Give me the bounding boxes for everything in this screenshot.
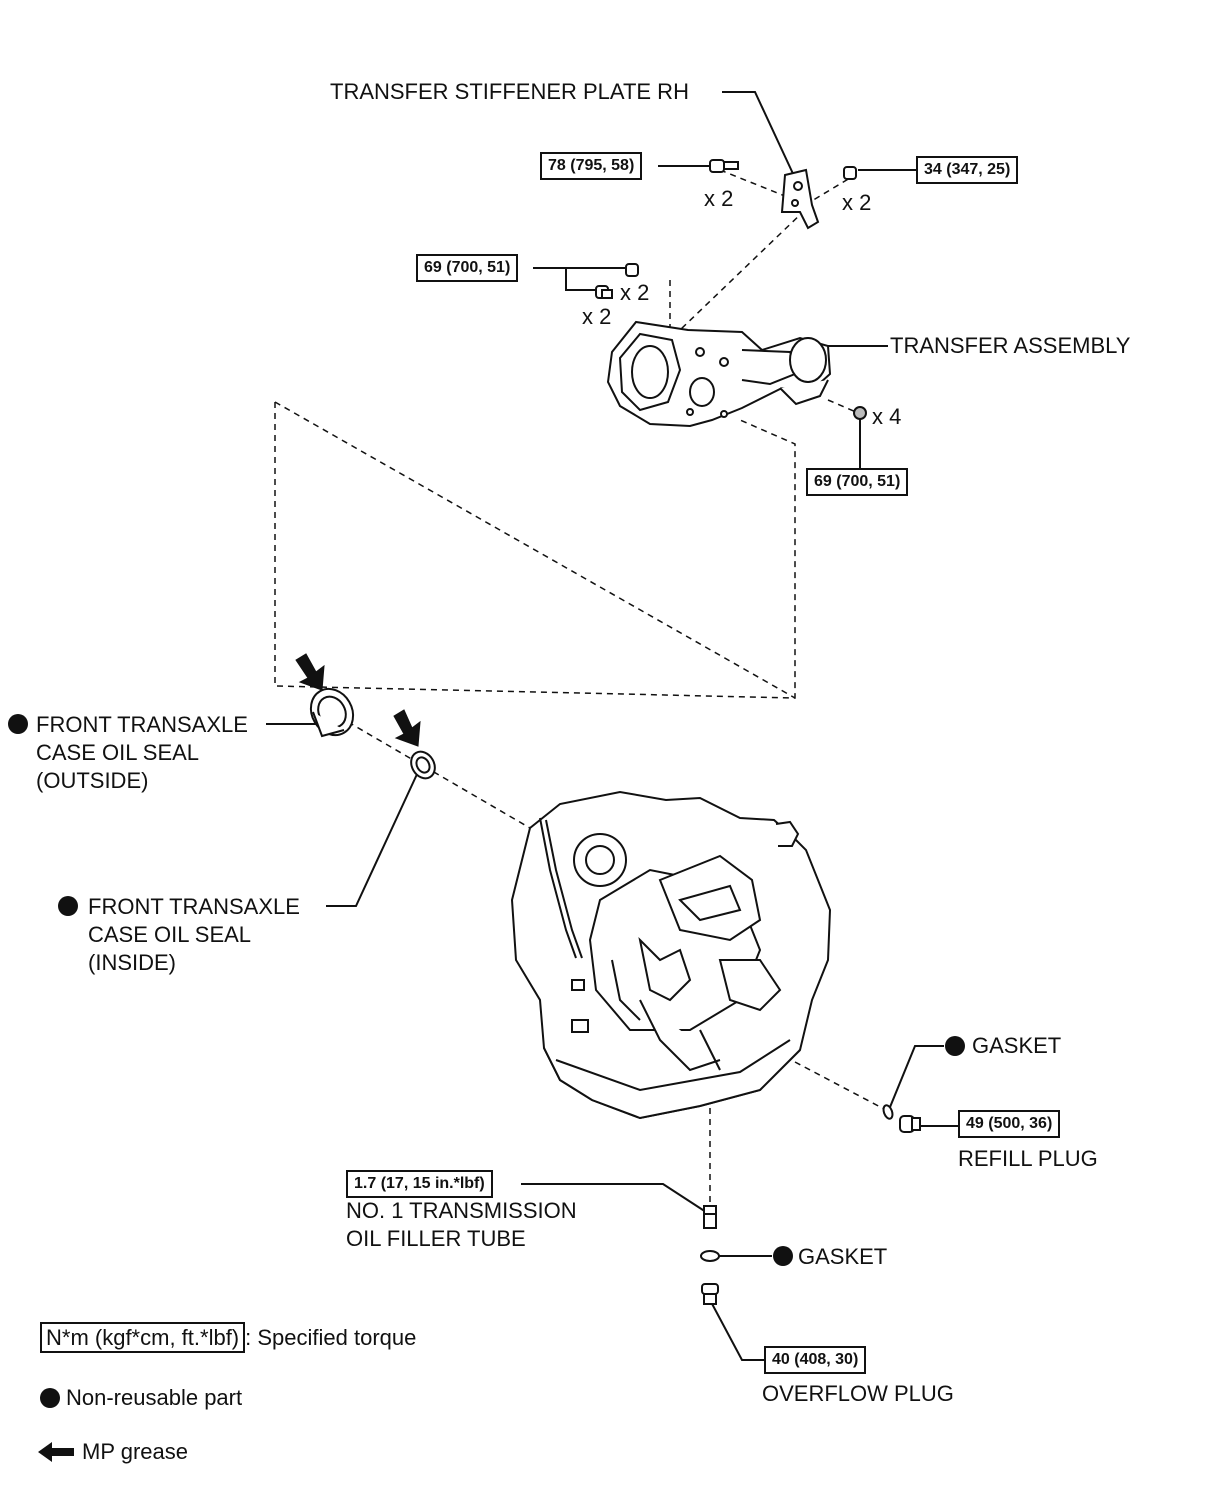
torque-box-78: 78 (795, 58) (540, 152, 643, 180)
label-seal-inside: FRONT TRANSAXLE CASE OIL SEAL (INSIDE) (88, 893, 300, 977)
dash-bolt-transfer-2 (804, 177, 851, 206)
seal-inside-line1: FRONT TRANSAXLE (88, 894, 300, 919)
multiplier-stiffener-right: x 2 (842, 190, 872, 215)
torque-box-69-lower: 69 (700, 51) (806, 468, 909, 496)
label-refill-plug: REFILL PLUG (958, 1146, 1098, 1171)
seal-outside-line1: FRONT TRANSAXLE (36, 712, 248, 737)
leader-gasket-refill (887, 1045, 944, 1113)
gasket-ring-overflow (700, 1250, 720, 1262)
stiffener-plate (780, 168, 820, 230)
label-gasket-overflow: GASKET (798, 1244, 888, 1269)
filler-tube-line1: NO. 1 TRANSMISSION (346, 1198, 577, 1223)
multiplier-stiffener-left: x 2 (704, 186, 734, 211)
leader-t17 (521, 1183, 707, 1213)
torque-box-1-7: 1.7 (17, 15 in.*lbf) (346, 1170, 493, 1198)
leader-t69a-2 (565, 268, 600, 291)
torque-box-49: 49 (500, 36) (958, 1110, 1061, 1138)
multiplier-transfer-lower: x 2 (582, 304, 612, 329)
leader-t40 (709, 1299, 764, 1361)
dash-stiffener-transfer (679, 209, 806, 331)
legend-nonreusable: Non-reusable part (40, 1384, 242, 1412)
legend-torque: N*m (kgf*cm, ft.*lbf): Specified torque (40, 1322, 417, 1353)
transaxle-assembly (510, 790, 832, 1120)
seal-inside-line2: CASE OIL SEAL (88, 922, 252, 947)
seal-outside-line2: CASE OIL SEAL (36, 740, 200, 765)
grease-arrow-icon (295, 653, 421, 747)
plug-icon (899, 1115, 921, 1133)
multiplier-transfer-right: x 4 (872, 404, 902, 429)
torque-box-69-upper: 69 (700, 51) (416, 254, 519, 282)
non-reusable-dot-icon (40, 1388, 60, 1408)
leader-seal-inside (326, 771, 419, 907)
legend-torque-unit: N*m (kgf*cm, ft.*lbf) (40, 1322, 246, 1353)
label-gasket-refill: GASKET (972, 1033, 1062, 1058)
multiplier-transfer-upper: x 2 (620, 280, 650, 305)
label-stiffener-plate: TRANSFER STIFFENER PLATE RH (330, 79, 689, 104)
legend-grease-text: MP grease (82, 1439, 188, 1464)
torque-box-40: 40 (408, 30) (764, 1346, 867, 1374)
grease-arrow-icon (38, 1442, 74, 1462)
label-transfer-assembly: TRANSFER ASSEMBLY (890, 333, 1131, 358)
label-seal-outside: FRONT TRANSAXLE CASE OIL SEAL (OUTSIDE) (36, 711, 248, 795)
label-overflow-plug: OVERFLOW PLUG (762, 1381, 954, 1406)
label-filler-tube: NO. 1 TRANSMISSION OIL FILLER TUBE (346, 1197, 577, 1253)
legend-grease: MP grease (36, 1438, 188, 1466)
bolt-icon (595, 159, 867, 420)
legend-nonreusable-text: Non-reusable part (66, 1385, 243, 1410)
legend-torque-text: : Specified torque (245, 1325, 417, 1350)
overflow-plug-icon (701, 1283, 719, 1305)
dash-transfer-right (827, 399, 857, 413)
torque-box-34: 34 (347, 25) (916, 156, 1019, 184)
dash-seal-axis (347, 721, 531, 829)
transfer-assembly (606, 320, 832, 428)
non-reusable-dot-icon (8, 714, 965, 1266)
leader-stiffener (722, 91, 796, 179)
dash-frame-diag (274, 401, 796, 699)
filler-tube (703, 1205, 717, 1229)
oil-seal-icon (309, 687, 436, 780)
dash-refill (794, 1061, 887, 1111)
seal-inside-line3: (INSIDE) (88, 950, 176, 975)
filler-tube-line2: OIL FILLER TUBE (346, 1226, 526, 1251)
seal-outside-line3: (OUTSIDE) (36, 768, 149, 793)
gasket-ring-refill (882, 1104, 894, 1120)
